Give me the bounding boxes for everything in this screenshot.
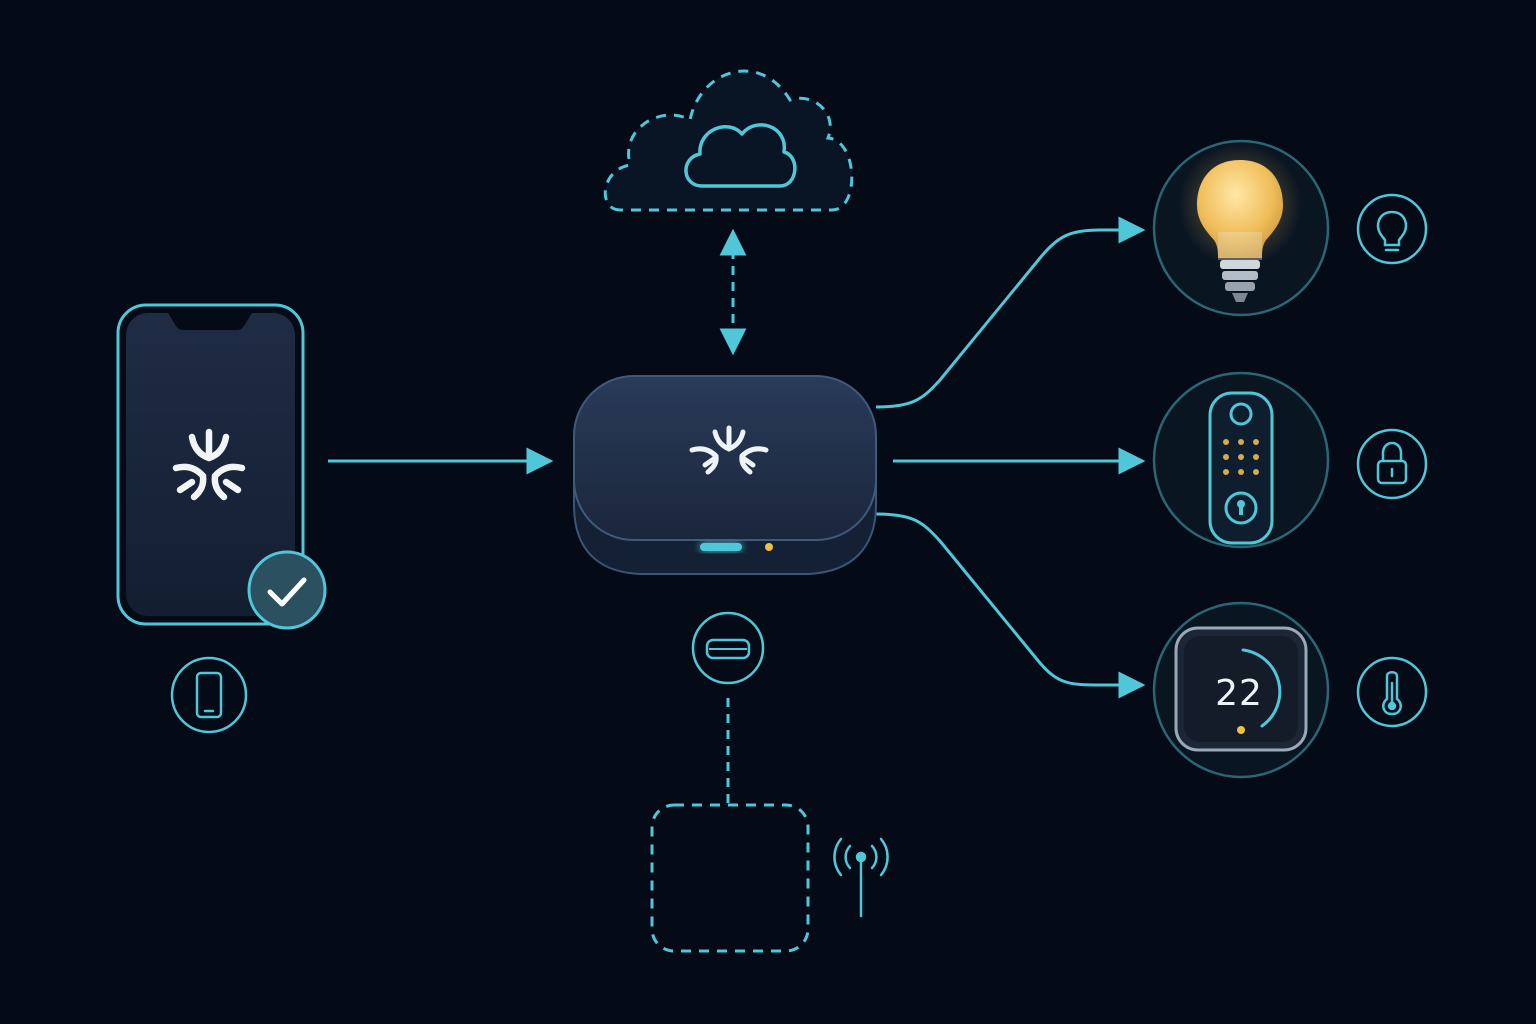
light-bulb-icon [1197, 160, 1283, 302]
thermometer-badge [1356, 656, 1428, 728]
thermostat-icon [1174, 626, 1308, 752]
check-icon [267, 577, 307, 607]
hub-status-led-dot [765, 543, 773, 551]
phone-node [116, 303, 327, 734]
new-device-placeholder-node [650, 803, 889, 953]
matter-logo-icon [689, 425, 769, 475]
hub-icon [705, 638, 751, 660]
thermostat-node [1152, 601, 1428, 779]
keypad-lock-icon [1208, 391, 1274, 545]
bulb-outline-icon [1376, 210, 1408, 252]
padlock-badge [1356, 428, 1428, 500]
keypad-dots [1223, 439, 1259, 475]
antenna-signal-icon [833, 837, 889, 918]
phone-frame [116, 303, 305, 626]
hub-top [573, 375, 877, 541]
cloud-outline [603, 69, 854, 212]
edge-hub-to-thermostat [875, 512, 1146, 699]
hub-badge [691, 611, 765, 685]
check-badge [247, 550, 327, 630]
phone-screen [126, 313, 295, 616]
phone-badge [170, 656, 248, 734]
hub-status-led-bar [700, 543, 742, 551]
bulb-badge [1356, 193, 1428, 265]
dashed-square [650, 803, 810, 953]
cloud-node [603, 69, 854, 212]
matter-logo-icon [172, 428, 246, 501]
light-bulb-node [1152, 139, 1428, 317]
edge-hub-to-light-bulb [875, 216, 1146, 409]
thermometer-icon [1382, 671, 1402, 716]
smartphone-icon [195, 671, 223, 719]
padlock-icon [1376, 441, 1408, 485]
phone-notch [168, 313, 252, 330]
cloud-icon [684, 123, 797, 188]
edges [328, 216, 1146, 805]
hub-node [573, 375, 877, 685]
smart-lock-node [1152, 371, 1428, 549]
